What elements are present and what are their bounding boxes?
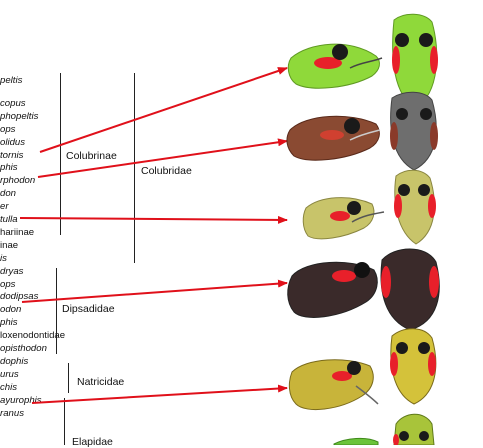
- snake-head-lateral-yellow: [288, 359, 379, 410]
- taxon-label: ranus: [0, 407, 24, 419]
- taxon-label: dryas: [0, 265, 24, 277]
- taxon-label: don: [0, 188, 17, 200]
- taxon-label: odon: [0, 304, 22, 316]
- snake-head-dorsal-yellow: [390, 328, 437, 405]
- taxon-label: tulla: [0, 214, 18, 225]
- taxon-label: rphodon: [0, 175, 36, 187]
- taxon-label: olidus: [0, 136, 26, 148]
- natricidae-bracket: [68, 363, 69, 393]
- arrow-5: [31, 384, 288, 404]
- colubrinae-bracket: [60, 73, 61, 235]
- taxon-label: is: [0, 252, 7, 264]
- snake-head-dorsal-olive: [394, 169, 436, 245]
- taxon-label: ops: [0, 123, 16, 135]
- dipsadidae-bracket: [56, 268, 57, 354]
- taxon-label: opisthodon: [0, 343, 47, 354]
- taxon-label: phis: [0, 162, 18, 174]
- taxon-label: loxenodontidae: [0, 330, 66, 342]
- snake-head-lateral-brown: [286, 115, 381, 161]
- snake-head-lateral-green-partial: [333, 437, 379, 445]
- taxon-label: phis: [0, 317, 18, 329]
- taxon-label: dophis: [0, 355, 29, 367]
- elapidae-bracket: [64, 398, 65, 445]
- taxon-label: dodipsas: [0, 291, 39, 303]
- arrow-3: [19, 215, 288, 224]
- snake-head-lateral-olive: [302, 197, 385, 240]
- taxon-label: phopeltis: [0, 110, 39, 122]
- snake-head-lateral-dark: [287, 261, 378, 318]
- taxon-label: hariinae: [0, 226, 35, 238]
- taxon-label: copus: [0, 97, 26, 109]
- arrow-2: [37, 138, 288, 178]
- colubridae-bracket: [134, 73, 135, 263]
- taxon-label: inae: [0, 239, 19, 251]
- snake-head-lateral-green: [287, 43, 383, 89]
- family-label-natricidae: Natricidae: [77, 376, 125, 388]
- family-label-colubridae: Colubridae: [141, 165, 192, 177]
- taxon-label: ayurophis: [0, 394, 42, 406]
- taxon-label: tornis: [0, 149, 24, 161]
- family-label-dipsadidae: Dipsadidae: [62, 303, 115, 315]
- snake-head-dorsal-green: [392, 13, 438, 109]
- taxon-label: peltis: [0, 75, 23, 86]
- arrow-4: [21, 279, 288, 303]
- family-label-colubrinae: Colubrinae: [66, 150, 117, 162]
- snake-head-dorsal-dark: [380, 248, 440, 331]
- taxon-label: er: [0, 201, 9, 213]
- arrow-1: [39, 67, 288, 153]
- taxon-label: ops: [0, 278, 16, 290]
- taxon-label: chis: [0, 381, 18, 393]
- taxon-label: urus: [0, 368, 19, 380]
- snake-head-dorsal-green-partial: [393, 413, 435, 445]
- snake-head-dorsal-grey: [390, 91, 438, 171]
